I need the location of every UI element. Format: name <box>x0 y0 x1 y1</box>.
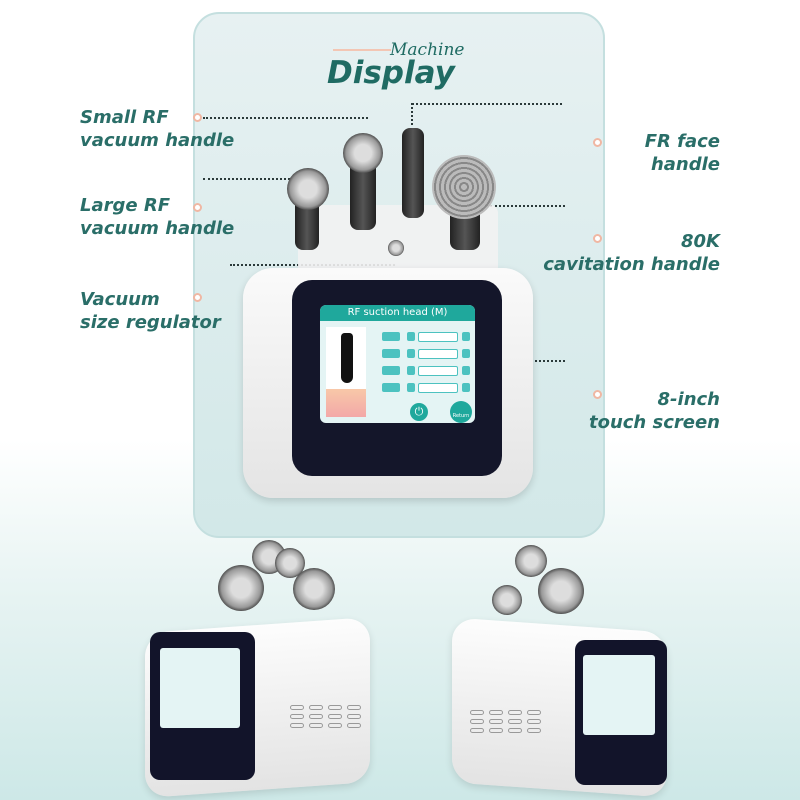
increase-button[interactable] <box>462 366 470 375</box>
return-button[interactable]: Return <box>450 401 472 423</box>
callout-line2: vacuum handle <box>80 218 235 239</box>
cavitation-head <box>432 155 496 219</box>
vent-grille <box>470 710 541 733</box>
skin-illustration <box>326 389 366 417</box>
device-right-ui <box>583 655 655 735</box>
leader-line <box>203 178 298 180</box>
callout-line1: Vacuum <box>80 289 160 310</box>
setting-label-button <box>382 366 400 375</box>
increase-button[interactable] <box>462 332 470 341</box>
vent-grille <box>290 705 361 728</box>
title-accent-line <box>333 49 391 51</box>
increase-button[interactable] <box>462 383 470 392</box>
screen-title: RF suction head (M) <box>320 305 475 321</box>
callout-dot <box>193 293 202 302</box>
callout-line2: cavitation handle <box>543 254 720 275</box>
value-field <box>418 349 458 359</box>
leader-line <box>490 205 565 207</box>
setting-row[interactable] <box>382 383 470 393</box>
leader-line <box>412 103 562 105</box>
callout-line2: handle <box>650 154 720 175</box>
leader-line <box>411 103 413 125</box>
handle-silhouette <box>341 333 353 383</box>
handle-illustration <box>326 327 366 417</box>
callout-dot <box>593 390 602 399</box>
handle-head <box>218 565 264 611</box>
callout-line1: 80K <box>681 231 720 252</box>
callout-dot <box>593 138 602 147</box>
callout-line2: size regulator <box>80 312 221 333</box>
device-left-ui <box>160 648 240 728</box>
handle-head <box>492 585 522 615</box>
subtitle: Machine <box>390 40 465 60</box>
small-rf-head <box>343 133 383 173</box>
callout-line2: vacuum handle <box>80 130 235 151</box>
page-title: Display <box>327 55 455 91</box>
decrease-button[interactable] <box>407 349 415 358</box>
fr-face-handle <box>402 128 424 218</box>
callout-line1: FR face <box>644 131 720 152</box>
setting-row[interactable] <box>382 349 470 359</box>
callout-line1: 8-inch <box>657 389 720 410</box>
leader-line <box>203 117 368 119</box>
handle-head <box>538 568 584 614</box>
callout-dot <box>193 113 202 122</box>
decrease-button[interactable] <box>407 383 415 392</box>
setting-row[interactable] <box>382 366 470 376</box>
setting-label-button <box>382 349 400 358</box>
large-rf-head <box>287 168 329 210</box>
setting-row[interactable] <box>382 332 470 342</box>
increase-button[interactable] <box>462 349 470 358</box>
setting-label-button <box>382 332 400 341</box>
handle-head <box>293 568 335 610</box>
callout-line2: touch screen <box>588 412 720 433</box>
callout-dot <box>593 234 602 243</box>
decrease-button[interactable] <box>407 366 415 375</box>
handle-head <box>515 545 547 577</box>
callout-line1: Large RF <box>80 195 171 216</box>
callout-line1: Small RF <box>80 107 169 128</box>
power-icon[interactable]: ⏻ <box>410 403 428 421</box>
decrease-button[interactable] <box>407 332 415 341</box>
value-field <box>418 332 458 342</box>
value-field <box>418 366 458 376</box>
setting-label-button <box>382 383 400 392</box>
vacuum-regulator-knob[interactable] <box>388 240 404 256</box>
callout-dot <box>193 203 202 212</box>
value-field <box>418 383 458 393</box>
touch-screen-ui[interactable]: RF suction head (M) ⏻ Return <box>320 305 475 423</box>
